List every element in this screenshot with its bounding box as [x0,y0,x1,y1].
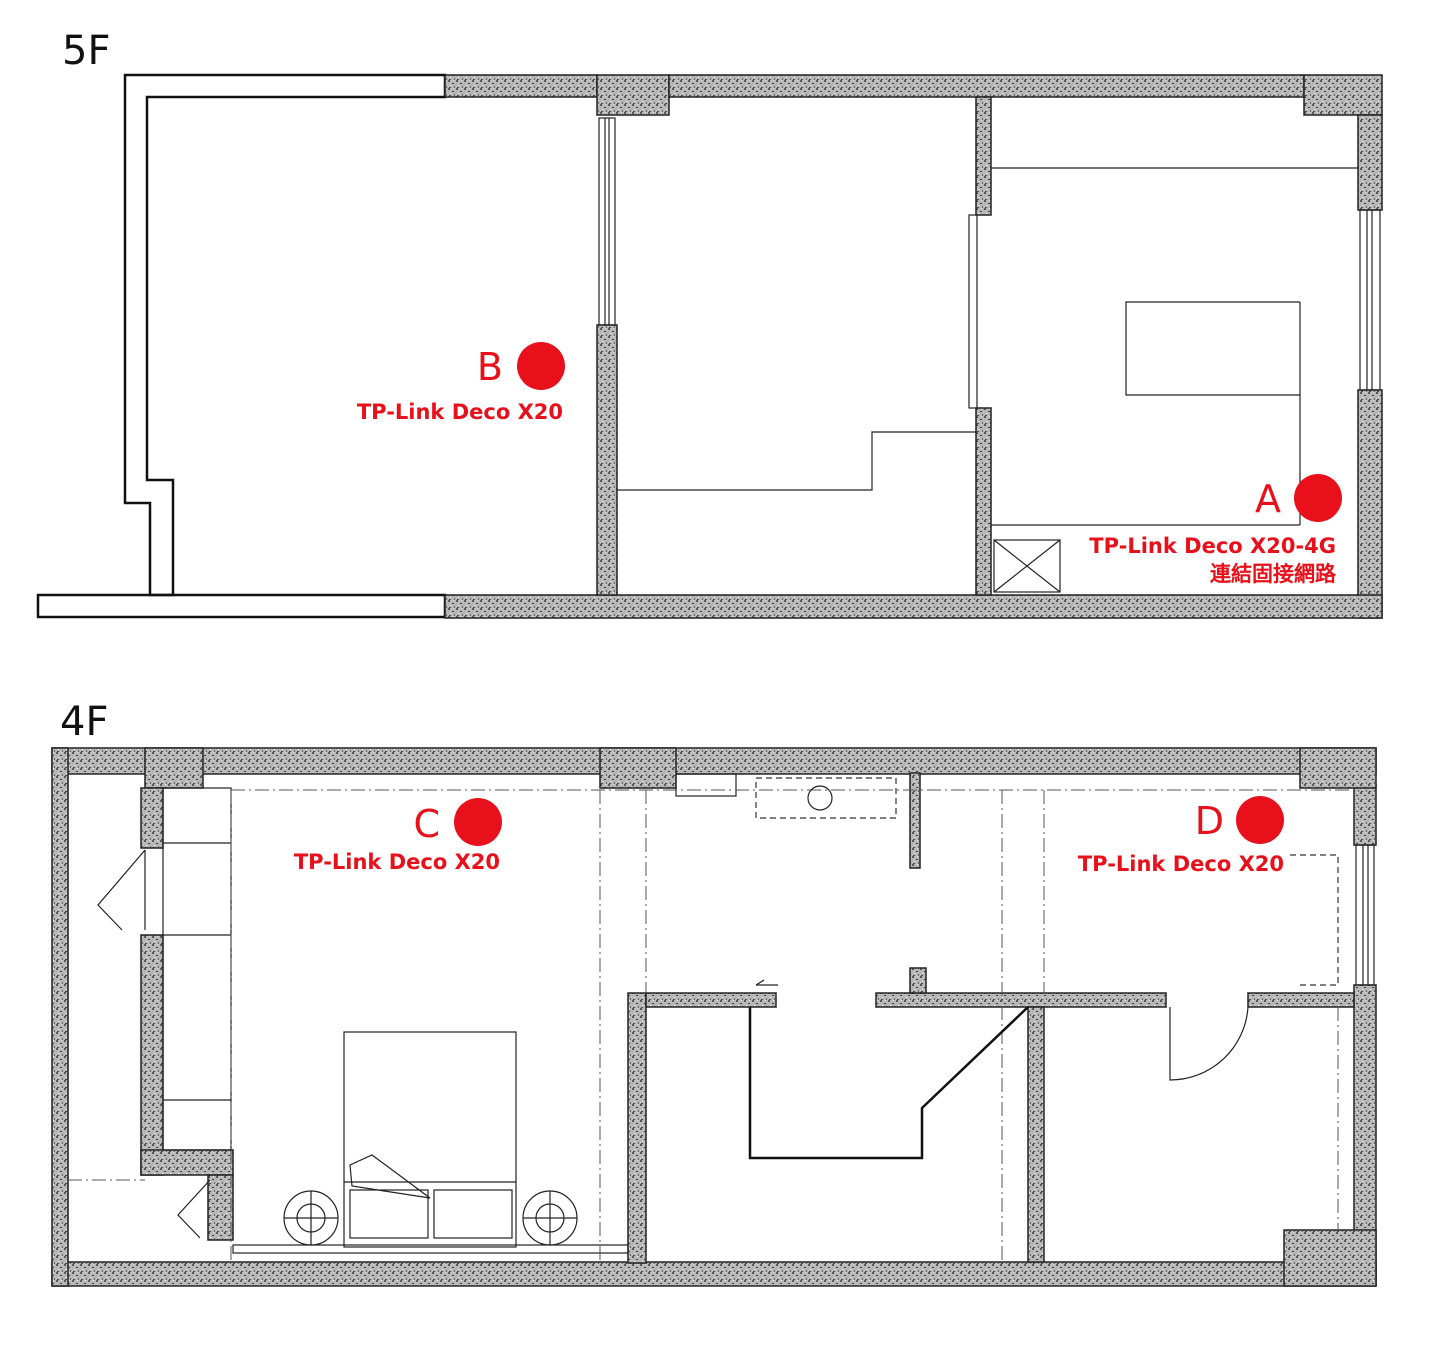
5f-interior-lines [617,167,1358,593]
floor-label-5f: 5F [62,28,110,74]
ap-marker-a: A TP-Link Deco X20-4G 連結固接網路 [1089,474,1342,586]
ap-letter-b: B [477,345,503,389]
bed [343,1031,517,1248]
ap-note-a: 連結固接網路 [1210,562,1337,586]
ap-marker-d: D TP-Link Deco X20 [1078,796,1284,876]
plant [807,785,833,811]
ap-model-d: TP-Link Deco X20 [1078,852,1284,876]
floor-5f: 5F [36,28,1383,619]
4f-left-walls [67,774,234,1262]
ap-dot-c [454,798,502,846]
lamp-right [522,1190,578,1246]
ap-dot-b [517,342,565,390]
ap-model-a: TP-Link Deco X20-4G [1089,534,1336,558]
5f-left-room-walls [36,73,447,619]
door-swing [1169,1006,1249,1081]
4f-furniture [283,785,1249,1248]
ap-letter-d: D [1195,799,1224,843]
ap-model-b: TP-Link Deco X20 [357,400,563,424]
5f-windows [598,117,1381,409]
ap-dot-a [1294,474,1342,522]
ap-letter-c: C [413,802,440,846]
4f-outer-walls [51,747,1377,1287]
floor-4f: 4F [51,699,1377,1287]
stair-outline [748,1006,1029,1160]
ap-model-c: TP-Link Deco X20 [294,850,500,874]
ap-dot-d [1236,796,1284,844]
4f-grid-lines [68,777,1352,1262]
4f-windows [232,844,1375,1254]
ap-marker-b: B TP-Link Deco X20 [357,342,565,424]
4f-interior-walls [627,772,1355,1264]
lamp-left [283,1190,339,1246]
ap-letter-a: A [1255,477,1281,521]
floor-label-4f: 4F [60,699,108,745]
ap-marker-c: C TP-Link Deco X20 [294,798,502,874]
